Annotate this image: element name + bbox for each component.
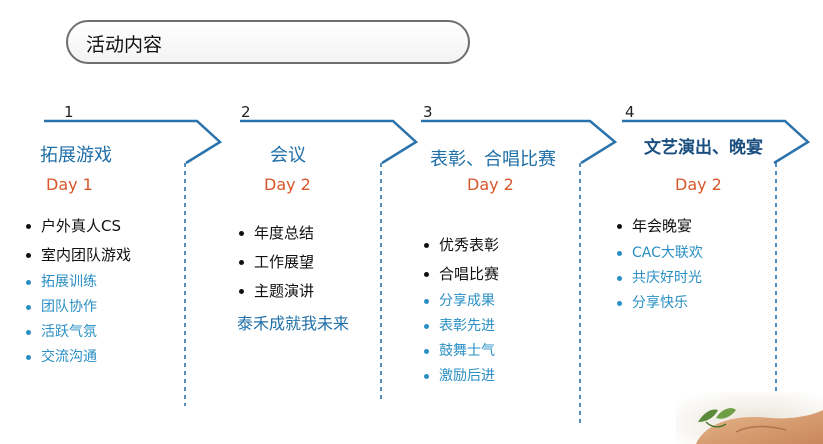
list-item: 分享成果 <box>422 289 499 314</box>
step-number-1: 1 <box>64 103 74 121</box>
column-list-2: 年度总结 工作展望 主题演讲 <box>237 219 314 306</box>
page-title: 活动内容 <box>86 34 163 56</box>
column-list-1: 户外真人CS 室内团队游戏 拓展训练 团队协作 活跃气氛 交流沟通 <box>24 212 131 370</box>
column-motto: 泰禾成就我未来 <box>237 314 350 333</box>
list-item: 团队协作 <box>24 295 131 320</box>
list-item: 室内团队游戏 <box>24 241 131 270</box>
arrow-2 <box>240 119 419 165</box>
arrow-3 <box>421 119 618 165</box>
hand-sprout-image <box>676 392 823 444</box>
column-list-3: 优秀表彰 合唱比赛 分享成果 表彰先进 鼓舞士气 激励后进 <box>422 231 499 389</box>
title-banner <box>66 20 470 64</box>
list-item: 合唱比赛 <box>422 260 499 289</box>
step-number-3: 3 <box>423 103 433 121</box>
day-label-3: Day 2 <box>467 175 514 194</box>
list-item: 共庆好时光 <box>615 266 703 291</box>
list-item: 激励后进 <box>422 364 499 389</box>
step-number-4: 4 <box>625 103 635 121</box>
arrow-1 <box>44 119 223 165</box>
list-item: 优秀表彰 <box>422 231 499 260</box>
list-item: 年度总结 <box>237 219 314 248</box>
list-item: 户外真人CS <box>24 212 131 241</box>
day-label-1: Day 1 <box>46 175 93 194</box>
day-label-2: Day 2 <box>264 175 311 194</box>
column-heading-3: 表彰、合唱比赛 <box>430 149 556 170</box>
day-label-4: Day 2 <box>675 175 722 194</box>
list-item: CAC大联欢 <box>615 241 703 266</box>
list-item: 拓展训练 <box>24 270 131 295</box>
list-item: 主题演讲 <box>237 277 314 306</box>
list-item: 交流沟通 <box>24 345 131 370</box>
column-heading-4: 文艺演出、晚宴 <box>644 138 763 158</box>
list-item: 年会晚宴 <box>615 212 703 241</box>
list-item: 活跃气氛 <box>24 320 131 345</box>
list-item: 工作展望 <box>237 248 314 277</box>
column-list-4: 年会晚宴 CAC大联欢 共庆好时光 分享快乐 <box>615 212 703 316</box>
list-item: 分享快乐 <box>615 291 703 316</box>
column-heading-2: 会议 <box>270 145 306 166</box>
arrow-4 <box>622 119 811 165</box>
list-item: 表彰先进 <box>422 314 499 339</box>
list-item: 鼓舞士气 <box>422 339 499 364</box>
column-heading-1: 拓展游戏 <box>40 145 112 166</box>
step-number-2: 2 <box>241 103 251 121</box>
